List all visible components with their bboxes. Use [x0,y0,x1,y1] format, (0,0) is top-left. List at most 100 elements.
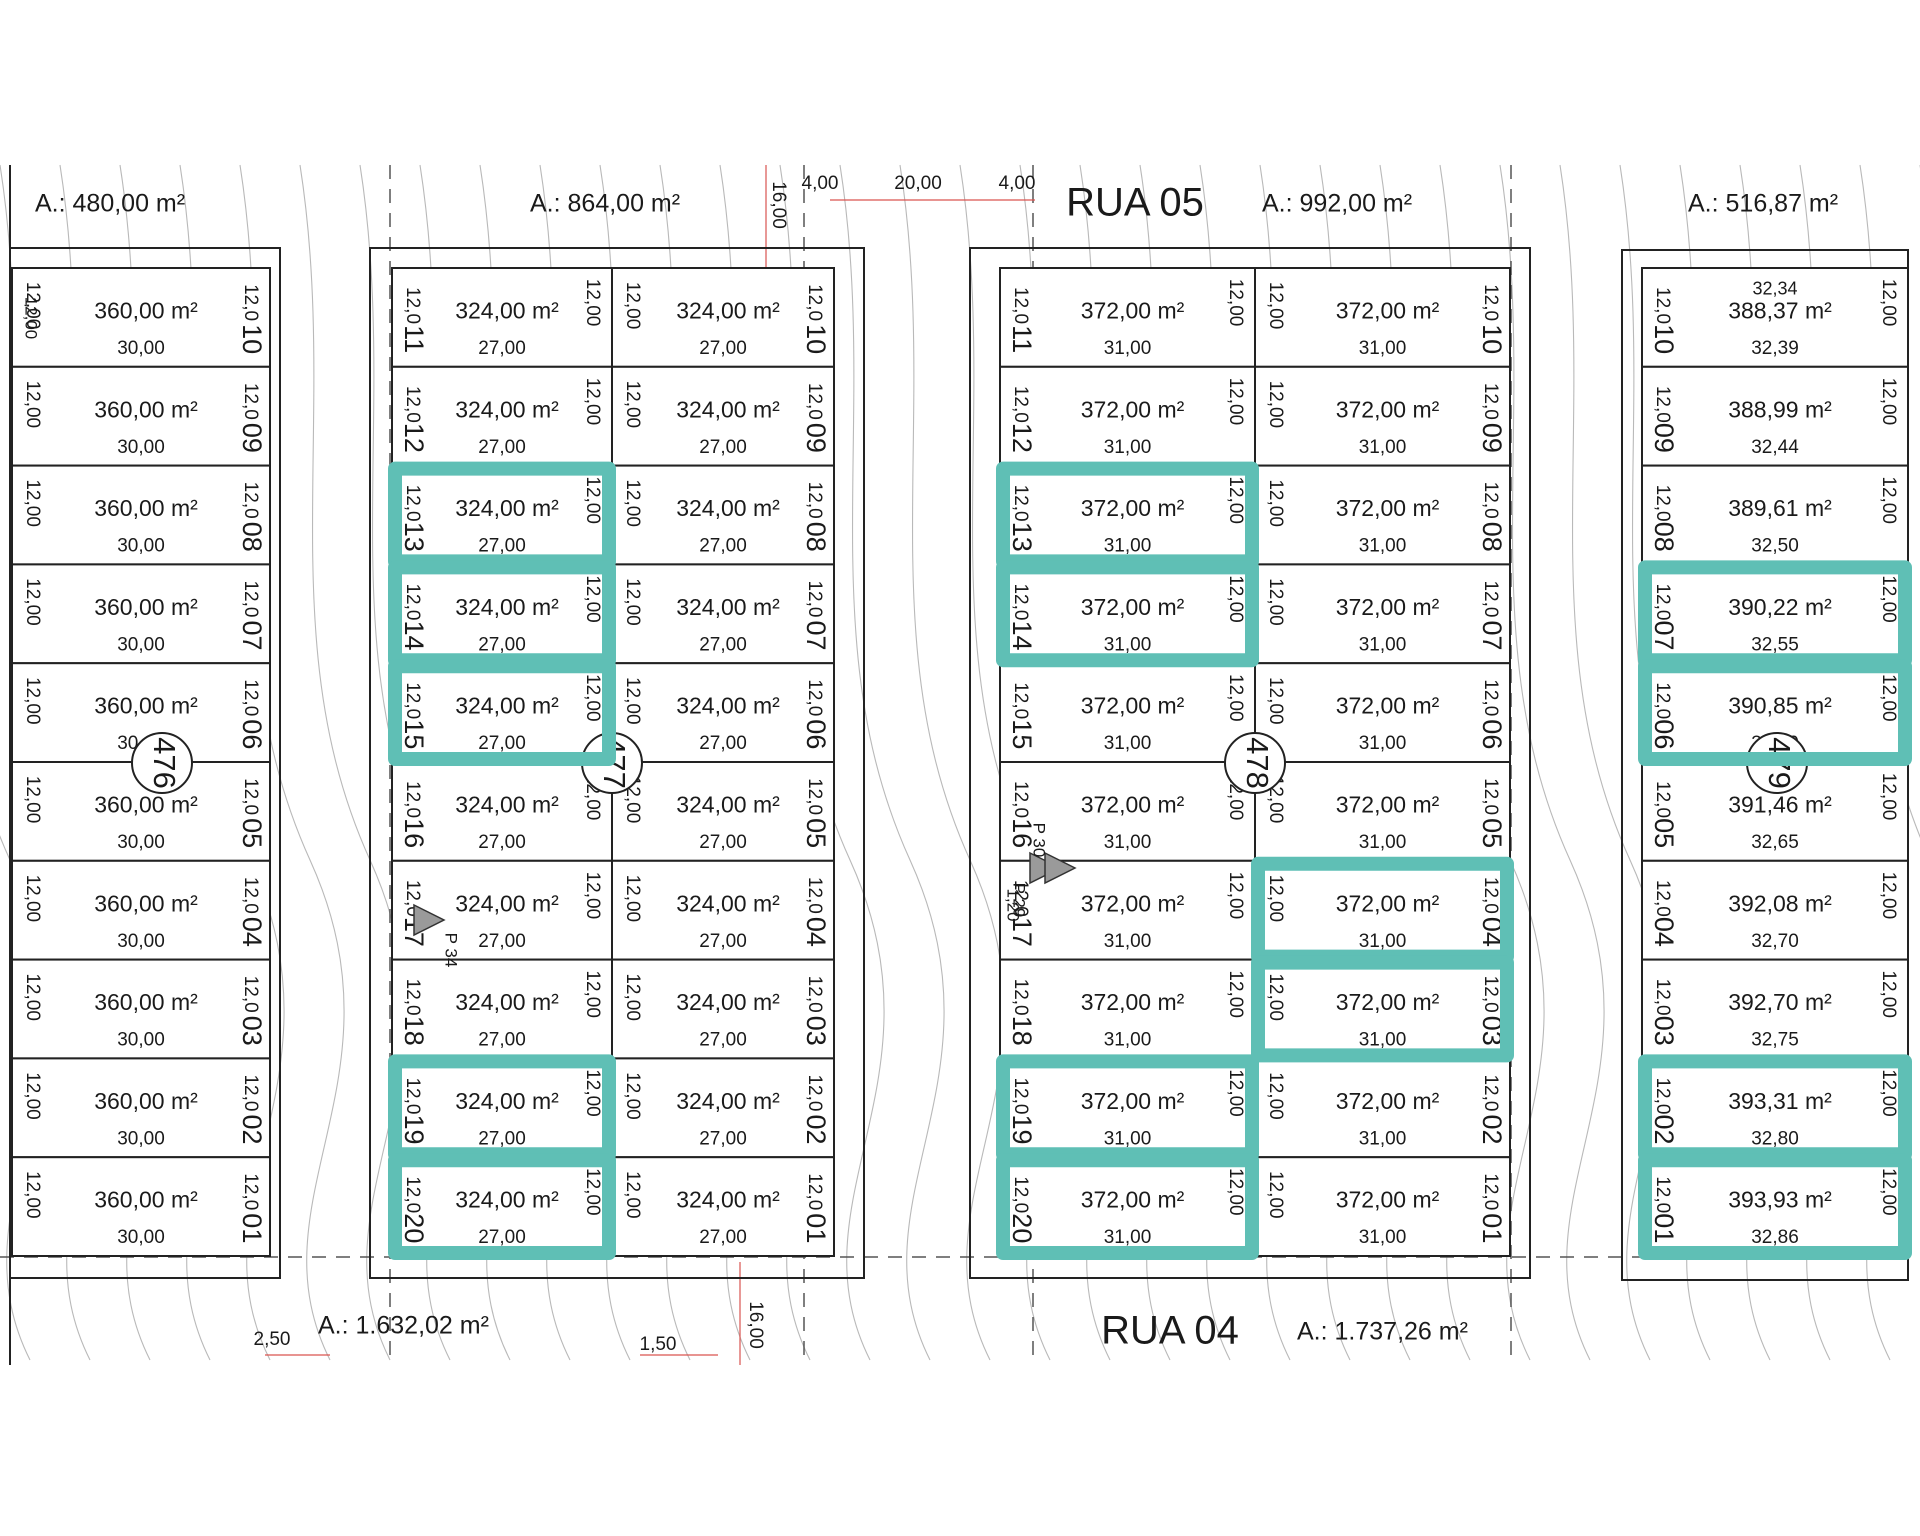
lot-outline[interactable] [611,464,835,566]
lot-outline[interactable] [1254,1156,1511,1257]
lot-outline[interactable] [999,365,1256,467]
lot-outline[interactable] [1641,365,1909,467]
lot-outline[interactable] [611,267,835,368]
lot-depth-label: 31,00 [1359,832,1407,853]
lot-outline[interactable] [1641,958,1909,1060]
lot-outline[interactable] [1641,464,1909,566]
lot-outline[interactable] [391,859,613,961]
lot-front-right-label: 12,0 [240,580,261,617]
lot-outline[interactable] [11,464,271,566]
lot-outline[interactable] [611,958,835,1060]
lot-front-left-label: 12,0 [402,682,423,719]
lot-outline[interactable] [999,958,1256,1060]
lot-outline[interactable] [611,859,835,961]
lot-outline[interactable] [11,1057,271,1159]
lot-outline[interactable] [391,662,613,764]
lot-front-right-label: 12,00 [1225,872,1246,920]
lot-outline[interactable] [11,563,271,665]
lot-front-right-label: 12,00 [582,872,603,920]
lot-outline[interactable] [611,1057,835,1159]
lot-outline[interactable] [1641,267,1909,368]
lot-outline[interactable] [11,958,271,1060]
lot-outline[interactable] [1254,267,1511,368]
lot-outline[interactable] [1254,761,1511,862]
lot-outline[interactable] [391,1057,613,1159]
lot-outline[interactable] [11,1156,271,1257]
lot-outline[interactable] [1641,859,1909,961]
lot-outline[interactable] [391,958,613,1060]
lot-outline[interactable] [11,859,271,961]
lot-outline[interactable] [611,563,835,665]
lot-outline[interactable] [391,267,613,368]
lot-outline[interactable] [391,761,613,862]
lot-outline[interactable] [611,365,835,467]
lot-outline[interactable] [1254,859,1511,961]
lot-outline[interactable] [611,761,835,862]
lot-outline[interactable] [999,1057,1256,1159]
lot-outline[interactable] [1254,958,1511,1060]
lot-outline[interactable] [391,365,613,467]
lot-outline[interactable] [999,267,1256,368]
lot-outline[interactable] [11,365,271,467]
lot-outline[interactable] [999,761,1256,862]
lot-outline[interactable] [611,1156,835,1257]
lot-outline[interactable] [1254,662,1511,764]
lot-outline[interactable] [611,662,835,764]
